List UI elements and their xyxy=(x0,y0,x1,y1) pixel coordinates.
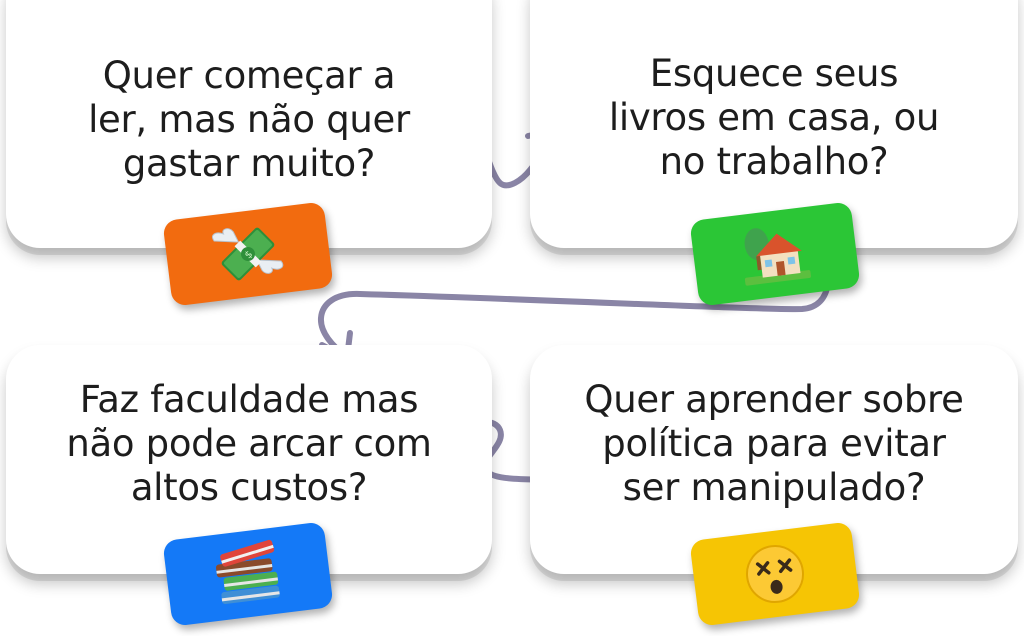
card-text: Quer aprender sobre política para evitar… xyxy=(584,378,964,509)
dizzy-face-icon xyxy=(746,545,804,604)
sticker-money: $ xyxy=(162,201,334,307)
card-text: Esquece seus livros em casa, ou no traba… xyxy=(608,52,940,183)
sticker-dizzy-face xyxy=(689,521,861,627)
card-text: Quer começar a ler, mas não quer gastar … xyxy=(88,54,410,185)
card-forget-books: Esquece seus livros em casa, ou no traba… xyxy=(530,0,1018,248)
sticker-books xyxy=(162,521,334,627)
card-save-money: Quer começar a ler, mas não quer gastar … xyxy=(6,0,492,248)
sticker-house xyxy=(689,201,861,307)
books-icon xyxy=(215,539,280,604)
card-text: Faz faculdade mas não pode arcar com alt… xyxy=(66,378,432,509)
house-icon xyxy=(744,228,811,286)
money-with-wings-icon: $ xyxy=(211,227,284,281)
